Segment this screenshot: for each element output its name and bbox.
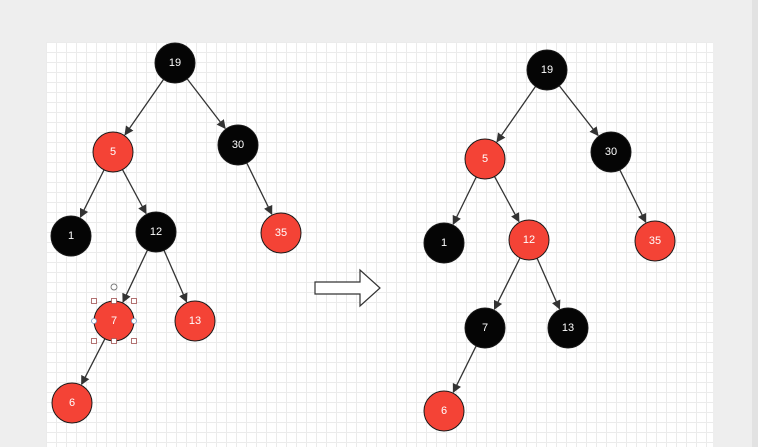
edges-layer — [79, 78, 647, 393]
node-label: 19 — [169, 57, 181, 69]
node-circle[interactable] — [92, 131, 134, 173]
node-after-7[interactable]: 7 — [464, 307, 506, 349]
node-label: 1 — [68, 230, 74, 242]
node-label: 7 — [482, 322, 488, 334]
node-label: 7 — [111, 315, 117, 327]
node-label: 35 — [649, 235, 661, 247]
node-before-1[interactable]: 1 — [50, 215, 92, 257]
node-after-5[interactable]: 5 — [464, 138, 506, 180]
node-circle[interactable] — [423, 390, 465, 432]
window-edge — [752, 0, 758, 447]
node-label: 19 — [541, 64, 553, 76]
resize-handle[interactable] — [91, 338, 97, 344]
node-label: 6 — [69, 397, 75, 409]
node-label: 30 — [605, 146, 617, 158]
edge-after-12-7[interactable] — [493, 257, 521, 311]
node-label: 30 — [232, 139, 244, 151]
node-circle[interactable] — [464, 307, 506, 349]
transition-arrow-icon[interactable] — [314, 268, 381, 308]
node-label: 5 — [482, 153, 488, 165]
rotate-handle-icon[interactable] — [110, 283, 118, 291]
node-circle[interactable] — [547, 307, 589, 349]
node-label: 12 — [523, 234, 535, 246]
selection-handles — [91, 283, 137, 344]
node-after-1[interactable]: 1 — [423, 222, 465, 264]
edge-after-19-5[interactable] — [496, 86, 537, 143]
node-label: 12 — [150, 226, 162, 238]
node-before-5[interactable]: 5 — [92, 131, 134, 173]
node-before-30[interactable]: 30 — [217, 124, 259, 166]
resize-handle[interactable] — [111, 298, 117, 304]
node-after-30[interactable]: 30 — [590, 131, 632, 173]
diagram-canvas[interactable]: 19 5 30 1 12 35 7 13 6 19 5 30 1 12 35 7 13 6 — [46, 42, 713, 447]
tree-diagram: 19 5 30 1 12 35 7 13 6 19 5 30 1 12 35 7 13 6 — [50, 42, 676, 432]
connection-point[interactable] — [131, 318, 137, 324]
node-circle[interactable] — [464, 138, 506, 180]
node-circle[interactable] — [634, 220, 676, 262]
node-after-12[interactable]: 12 — [508, 219, 550, 261]
node-label: 13 — [562, 322, 574, 334]
node-after-19[interactable]: 19 — [526, 49, 568, 91]
node-circle[interactable] — [51, 382, 93, 424]
edge-after-19-30[interactable] — [558, 85, 599, 137]
edge-before-30-35[interactable] — [246, 162, 273, 215]
edge-before-12-7[interactable] — [122, 249, 149, 303]
node-label: 5 — [110, 146, 116, 158]
resize-handle[interactable] — [111, 338, 117, 344]
node-before-13[interactable]: 13 — [174, 300, 216, 342]
node-before-12[interactable]: 12 — [135, 211, 177, 253]
node-before-19[interactable]: 19 — [154, 42, 196, 84]
edge-before-7-6[interactable] — [80, 338, 106, 386]
node-label: 6 — [441, 405, 447, 417]
node-before-7[interactable]: 7 — [93, 300, 135, 342]
node-after-6[interactable]: 6 — [423, 390, 465, 432]
edge-after-7-6[interactable] — [452, 345, 477, 393]
nodes-layer: 19 5 30 1 12 35 7 13 6 19 5 30 1 12 35 7 13 6 — [50, 42, 676, 432]
resize-handle[interactable] — [131, 298, 137, 304]
node-circle[interactable] — [50, 215, 92, 257]
node-label: 1 — [441, 237, 447, 249]
edge-before-19-5[interactable] — [124, 79, 165, 136]
node-label: 13 — [189, 315, 201, 327]
resize-handle[interactable] — [131, 338, 137, 344]
node-circle[interactable] — [135, 211, 177, 253]
edge-after-5-12[interactable] — [493, 176, 520, 223]
node-after-35[interactable]: 35 — [634, 220, 676, 262]
node-circle[interactable] — [508, 219, 550, 261]
node-before-35[interactable]: 35 — [260, 212, 302, 254]
edge-before-12-13[interactable] — [163, 250, 188, 303]
node-circle[interactable] — [590, 131, 632, 173]
edge-before-5-1[interactable] — [79, 169, 105, 219]
node-label: 35 — [275, 227, 287, 239]
node-circle[interactable] — [217, 124, 259, 166]
node-circle[interactable] — [260, 212, 302, 254]
node-after-13[interactable]: 13 — [547, 307, 589, 349]
node-circle[interactable] — [526, 49, 568, 91]
edge-after-12-13[interactable] — [536, 258, 561, 310]
node-circle[interactable] — [174, 300, 216, 342]
edge-before-19-30[interactable] — [186, 78, 226, 130]
edge-after-30-35[interactable] — [619, 169, 647, 223]
node-before-6[interactable]: 6 — [51, 382, 93, 424]
resize-handle[interactable] — [91, 298, 97, 304]
node-circle[interactable] — [154, 42, 196, 84]
connection-point[interactable] — [91, 318, 97, 324]
edge-after-5-1[interactable] — [452, 176, 477, 225]
node-circle[interactable] — [423, 222, 465, 264]
edge-before-5-12[interactable] — [121, 169, 147, 215]
